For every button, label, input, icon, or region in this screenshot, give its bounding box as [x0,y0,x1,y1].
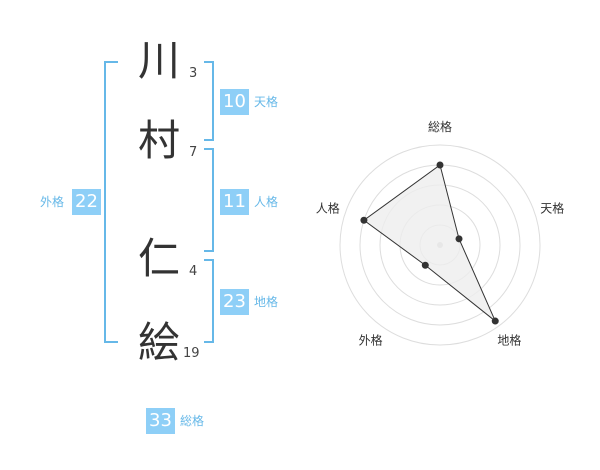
tenkaku-bracket [204,61,214,141]
radar-point-2 [455,235,463,243]
tenkaku-value: 10 [220,89,249,115]
radar-axis-label-1: 総格 [428,119,452,134]
radar-ring [339,144,541,346]
radar-point-3 [491,317,499,325]
radar-point-5 [360,216,368,224]
jinkaku-label: 人格 [254,195,279,209]
radar-axis-label-2: 天格 [540,201,564,216]
chikaku-label: 地格 [254,295,279,309]
radar-axis-label-5: 人格 [316,201,340,216]
jinkaku-value: 11 [220,189,249,215]
name-char-3: 仁 [138,234,181,283]
jinkaku-bracket [204,148,214,252]
name-char-4: 絵 [138,318,181,367]
chikaku-bracket [204,259,214,343]
stroke-count-4: 19 [183,346,200,361]
name-char-2: 村 [138,116,181,165]
radar-point-1 [436,161,444,169]
stroke-count-1: 3 [189,66,198,81]
stroke-count-2: 7 [189,145,198,160]
soukaku-label: 総格 [180,414,205,428]
stroke-count-3: 4 [189,264,198,279]
gaikaku-bracket [104,61,118,343]
gaikaku-label: 外格 [40,195,65,209]
gaikaku-value: 22 [72,189,101,215]
name-char-1: 川 [138,36,181,85]
radar-points [360,161,499,325]
tenkaku-label: 天格 [254,95,279,109]
radar-axis-label-3: 地格 [497,332,521,347]
radar-point-4 [421,261,429,269]
chikaku-value: 23 [220,289,249,315]
radar-polygon [363,164,496,322]
soukaku-value: 33 [146,408,175,434]
radar-axis-label-4: 外格 [359,332,383,347]
